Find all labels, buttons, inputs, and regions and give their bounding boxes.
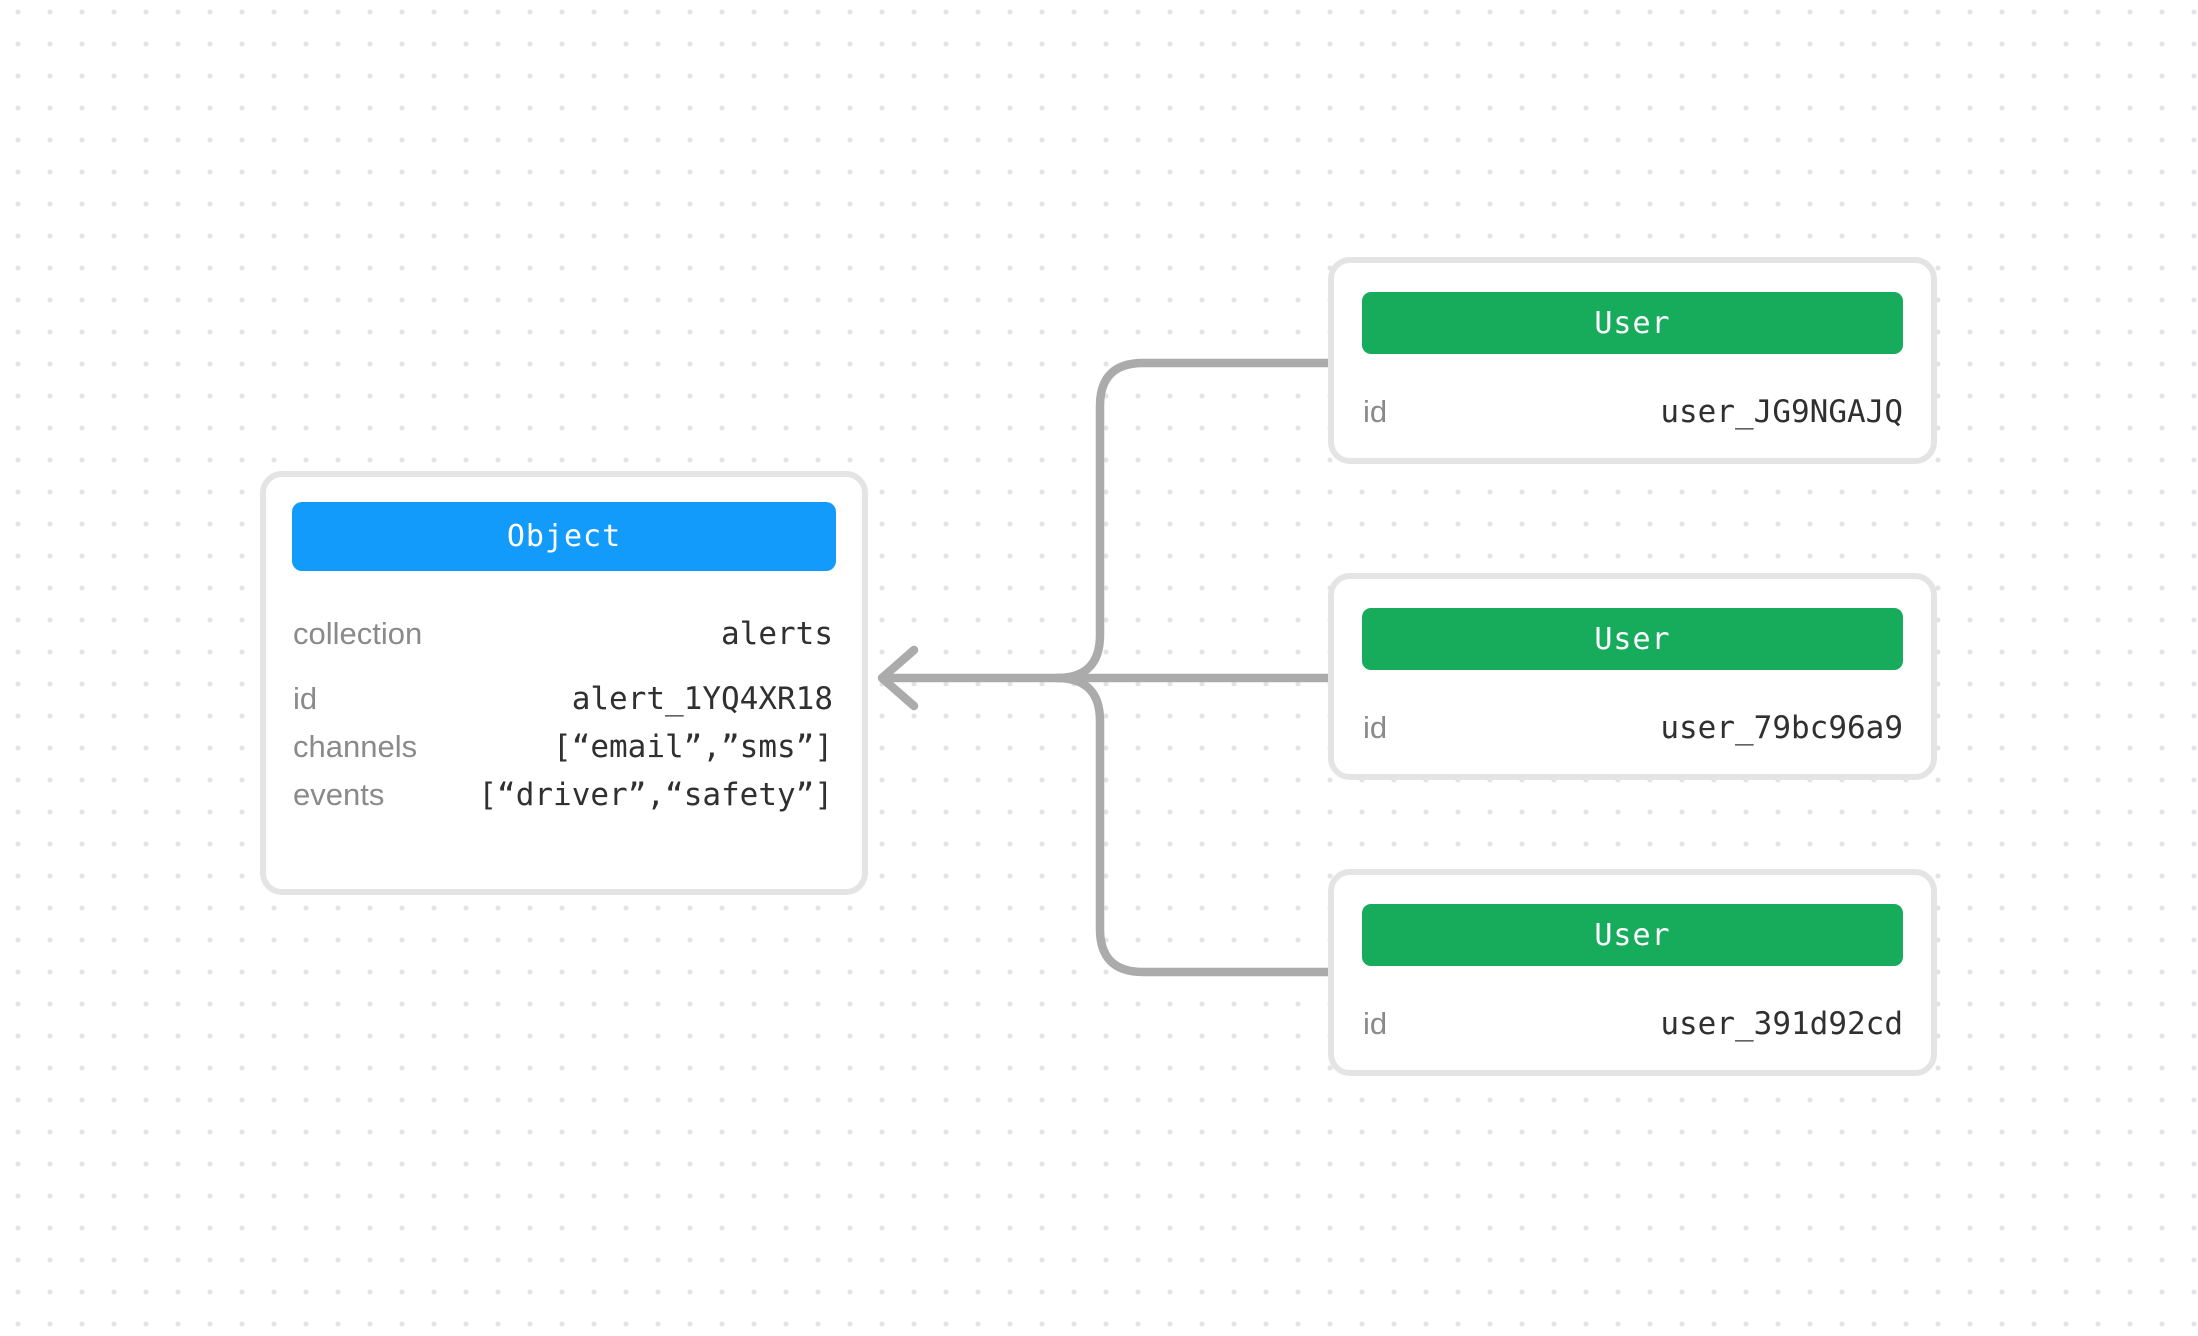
field-value: user_391d92cd [1660, 1006, 1903, 1042]
field-row-collection: collection alerts [293, 610, 833, 658]
object-card-header: Object [292, 502, 836, 571]
user-card-title: User [1594, 305, 1671, 341]
field-value: alerts [721, 616, 833, 652]
field-label: collection [293, 616, 423, 651]
field-row-channels: channels [“email”,”sms”] [293, 723, 833, 771]
user-card-header: User [1362, 904, 1903, 966]
field-value: alert_1YQ4XR18 [571, 681, 833, 717]
user-card-3[interactable]: User id user_391d92cd [1328, 869, 1937, 1076]
field-label: channels [293, 729, 418, 764]
field-row-id: id user_79bc96a9 [1363, 704, 1903, 752]
field-label: id [1363, 1006, 1388, 1041]
field-label: id [293, 681, 318, 716]
field-label: events [293, 777, 385, 812]
field-row-id: id user_391d92cd [1363, 1000, 1903, 1048]
field-value: user_79bc96a9 [1660, 710, 1903, 746]
field-value: [“driver”,“safety”] [478, 777, 833, 813]
user-card-title: User [1594, 621, 1671, 657]
object-card[interactable]: Object collection alerts id alert_1YQ4XR… [260, 471, 868, 895]
user-card-1[interactable]: User id user_JG9NGAJQ [1328, 257, 1937, 464]
user-card-header: User [1362, 292, 1903, 354]
field-row-id: id user_JG9NGAJQ [1363, 388, 1903, 436]
field-row-id: id alert_1YQ4XR18 [293, 675, 833, 723]
connector-arrowhead-icon [877, 645, 919, 711]
object-card-title: Object [506, 519, 622, 554]
connector-branch-top [1052, 358, 1337, 683]
field-value: user_JG9NGAJQ [1660, 394, 1903, 430]
user-card-2[interactable]: User id user_79bc96a9 [1328, 573, 1937, 780]
field-value: [“email”,”sms”] [553, 729, 833, 765]
user-card-header: User [1362, 608, 1903, 670]
field-label: id [1363, 710, 1388, 745]
field-label: id [1363, 394, 1388, 429]
user-card-title: User [1594, 917, 1671, 953]
connector-branch-bottom [1052, 673, 1337, 977]
field-row-events: events [“driver”,“safety”] [293, 771, 833, 819]
